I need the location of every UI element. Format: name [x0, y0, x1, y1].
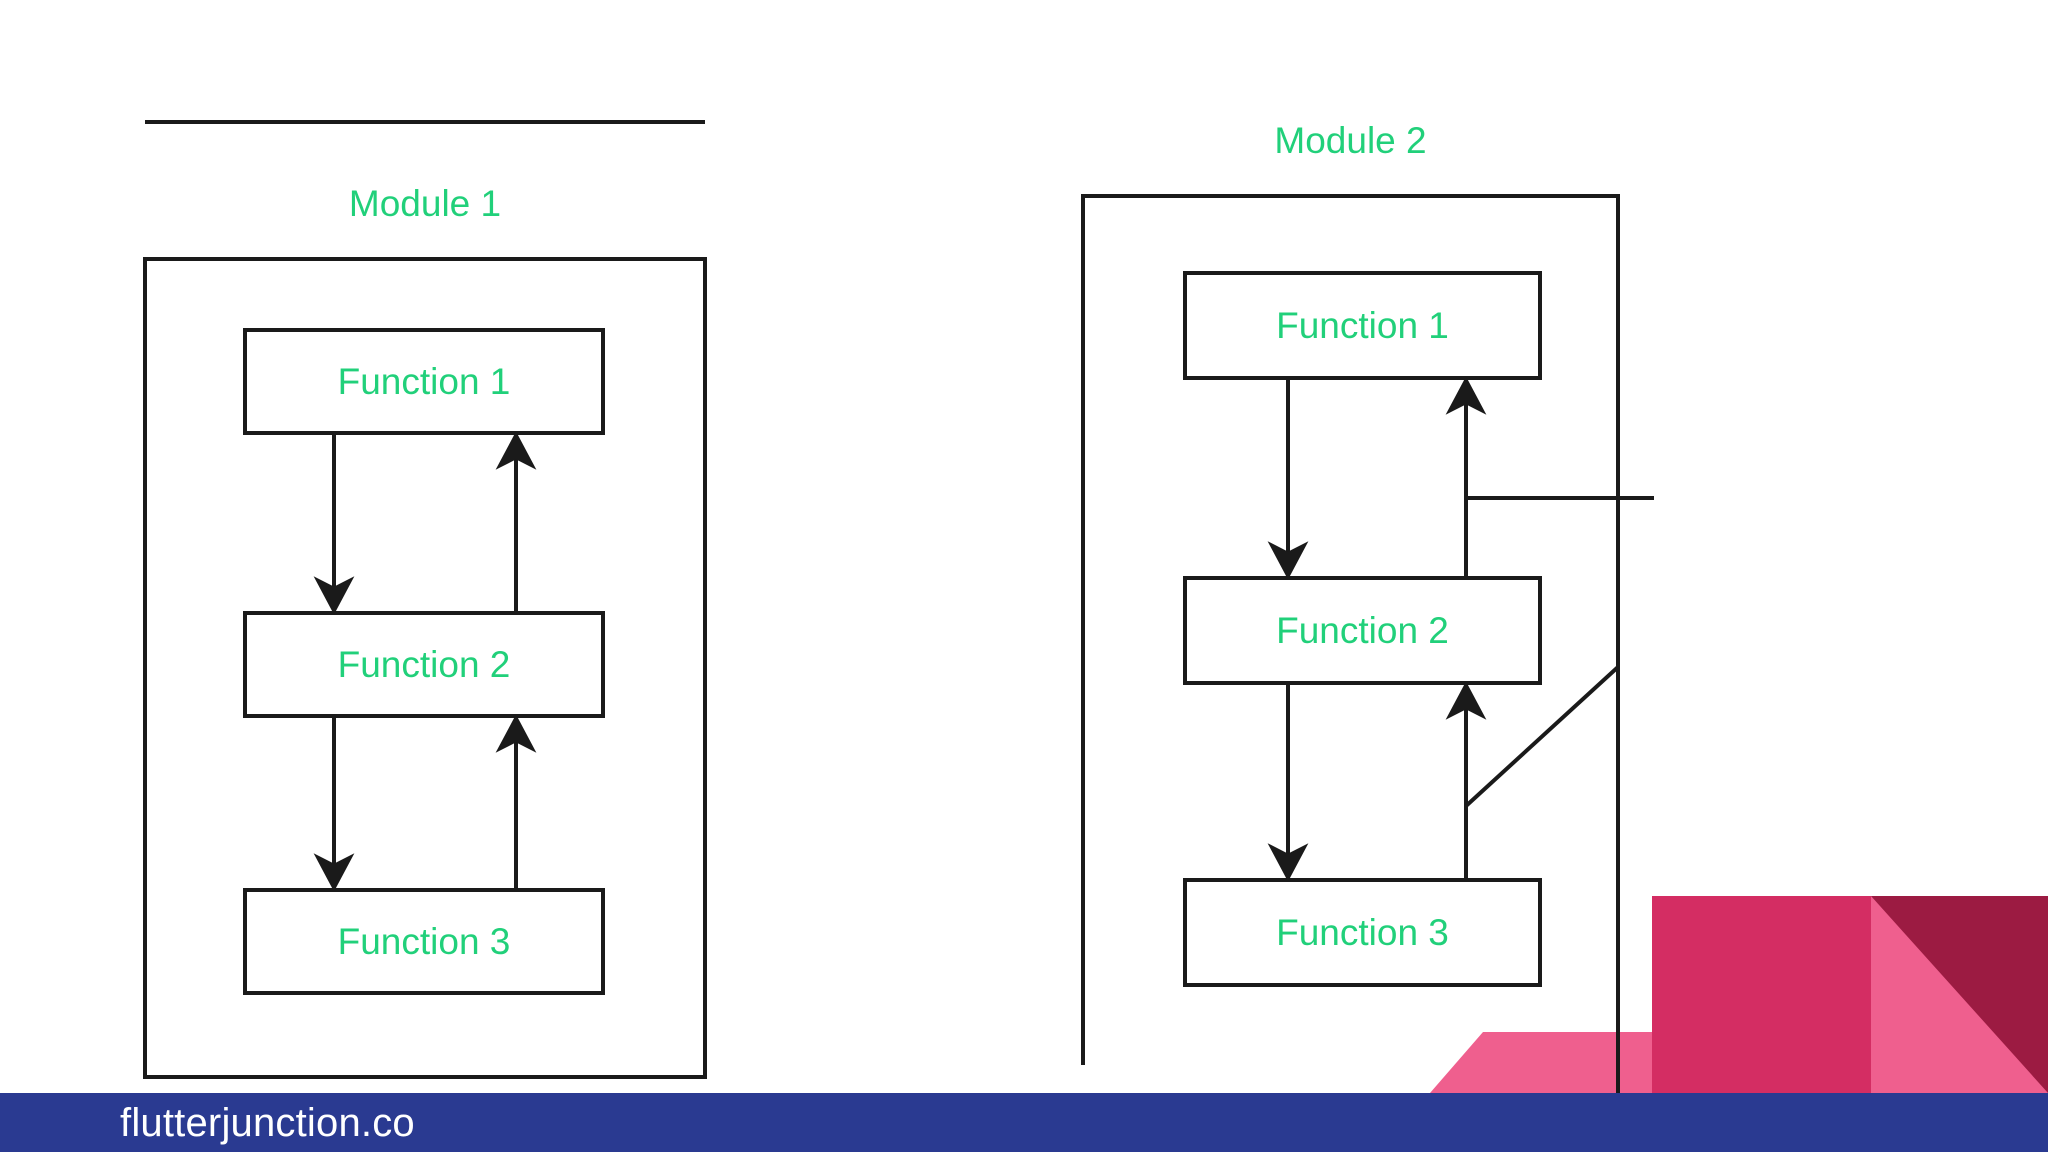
module-2-function-1-label: Function 1 — [1276, 305, 1449, 346]
module-1-function-1-label: Function 1 — [337, 361, 511, 402]
module-2-function-3-label: Function 3 — [1276, 912, 1449, 953]
module-1-function-3-box[interactable] — [243, 888, 605, 995]
module-1-title: Module 1 — [348, 183, 502, 224]
module-1-function-1-box[interactable] — [243, 328, 605, 435]
module-1-function-2-label: Function 2 — [337, 644, 511, 685]
module-2-function-3-box[interactable] — [1183, 878, 1542, 987]
module-1-function-3-label: Function 3 — [337, 921, 511, 962]
module-2-diagonal-connector — [1464, 665, 1620, 808]
footer-watermark-text: flutterjunction.co — [120, 1100, 415, 1145]
module-2-function-2-label: Function 2 — [1276, 610, 1449, 651]
module-2-container — [1081, 194, 1620, 1093]
footer-watermark-bar: flutterjunction.co — [0, 1093, 2048, 1152]
module-1-function-2-box[interactable] — [243, 611, 605, 718]
module-2-function-2-box[interactable] — [1183, 576, 1542, 685]
module-1-container — [143, 257, 707, 1079]
module-2-title: Module 2 — [1274, 120, 1427, 161]
module-2-function-1-box[interactable] — [1183, 271, 1542, 380]
